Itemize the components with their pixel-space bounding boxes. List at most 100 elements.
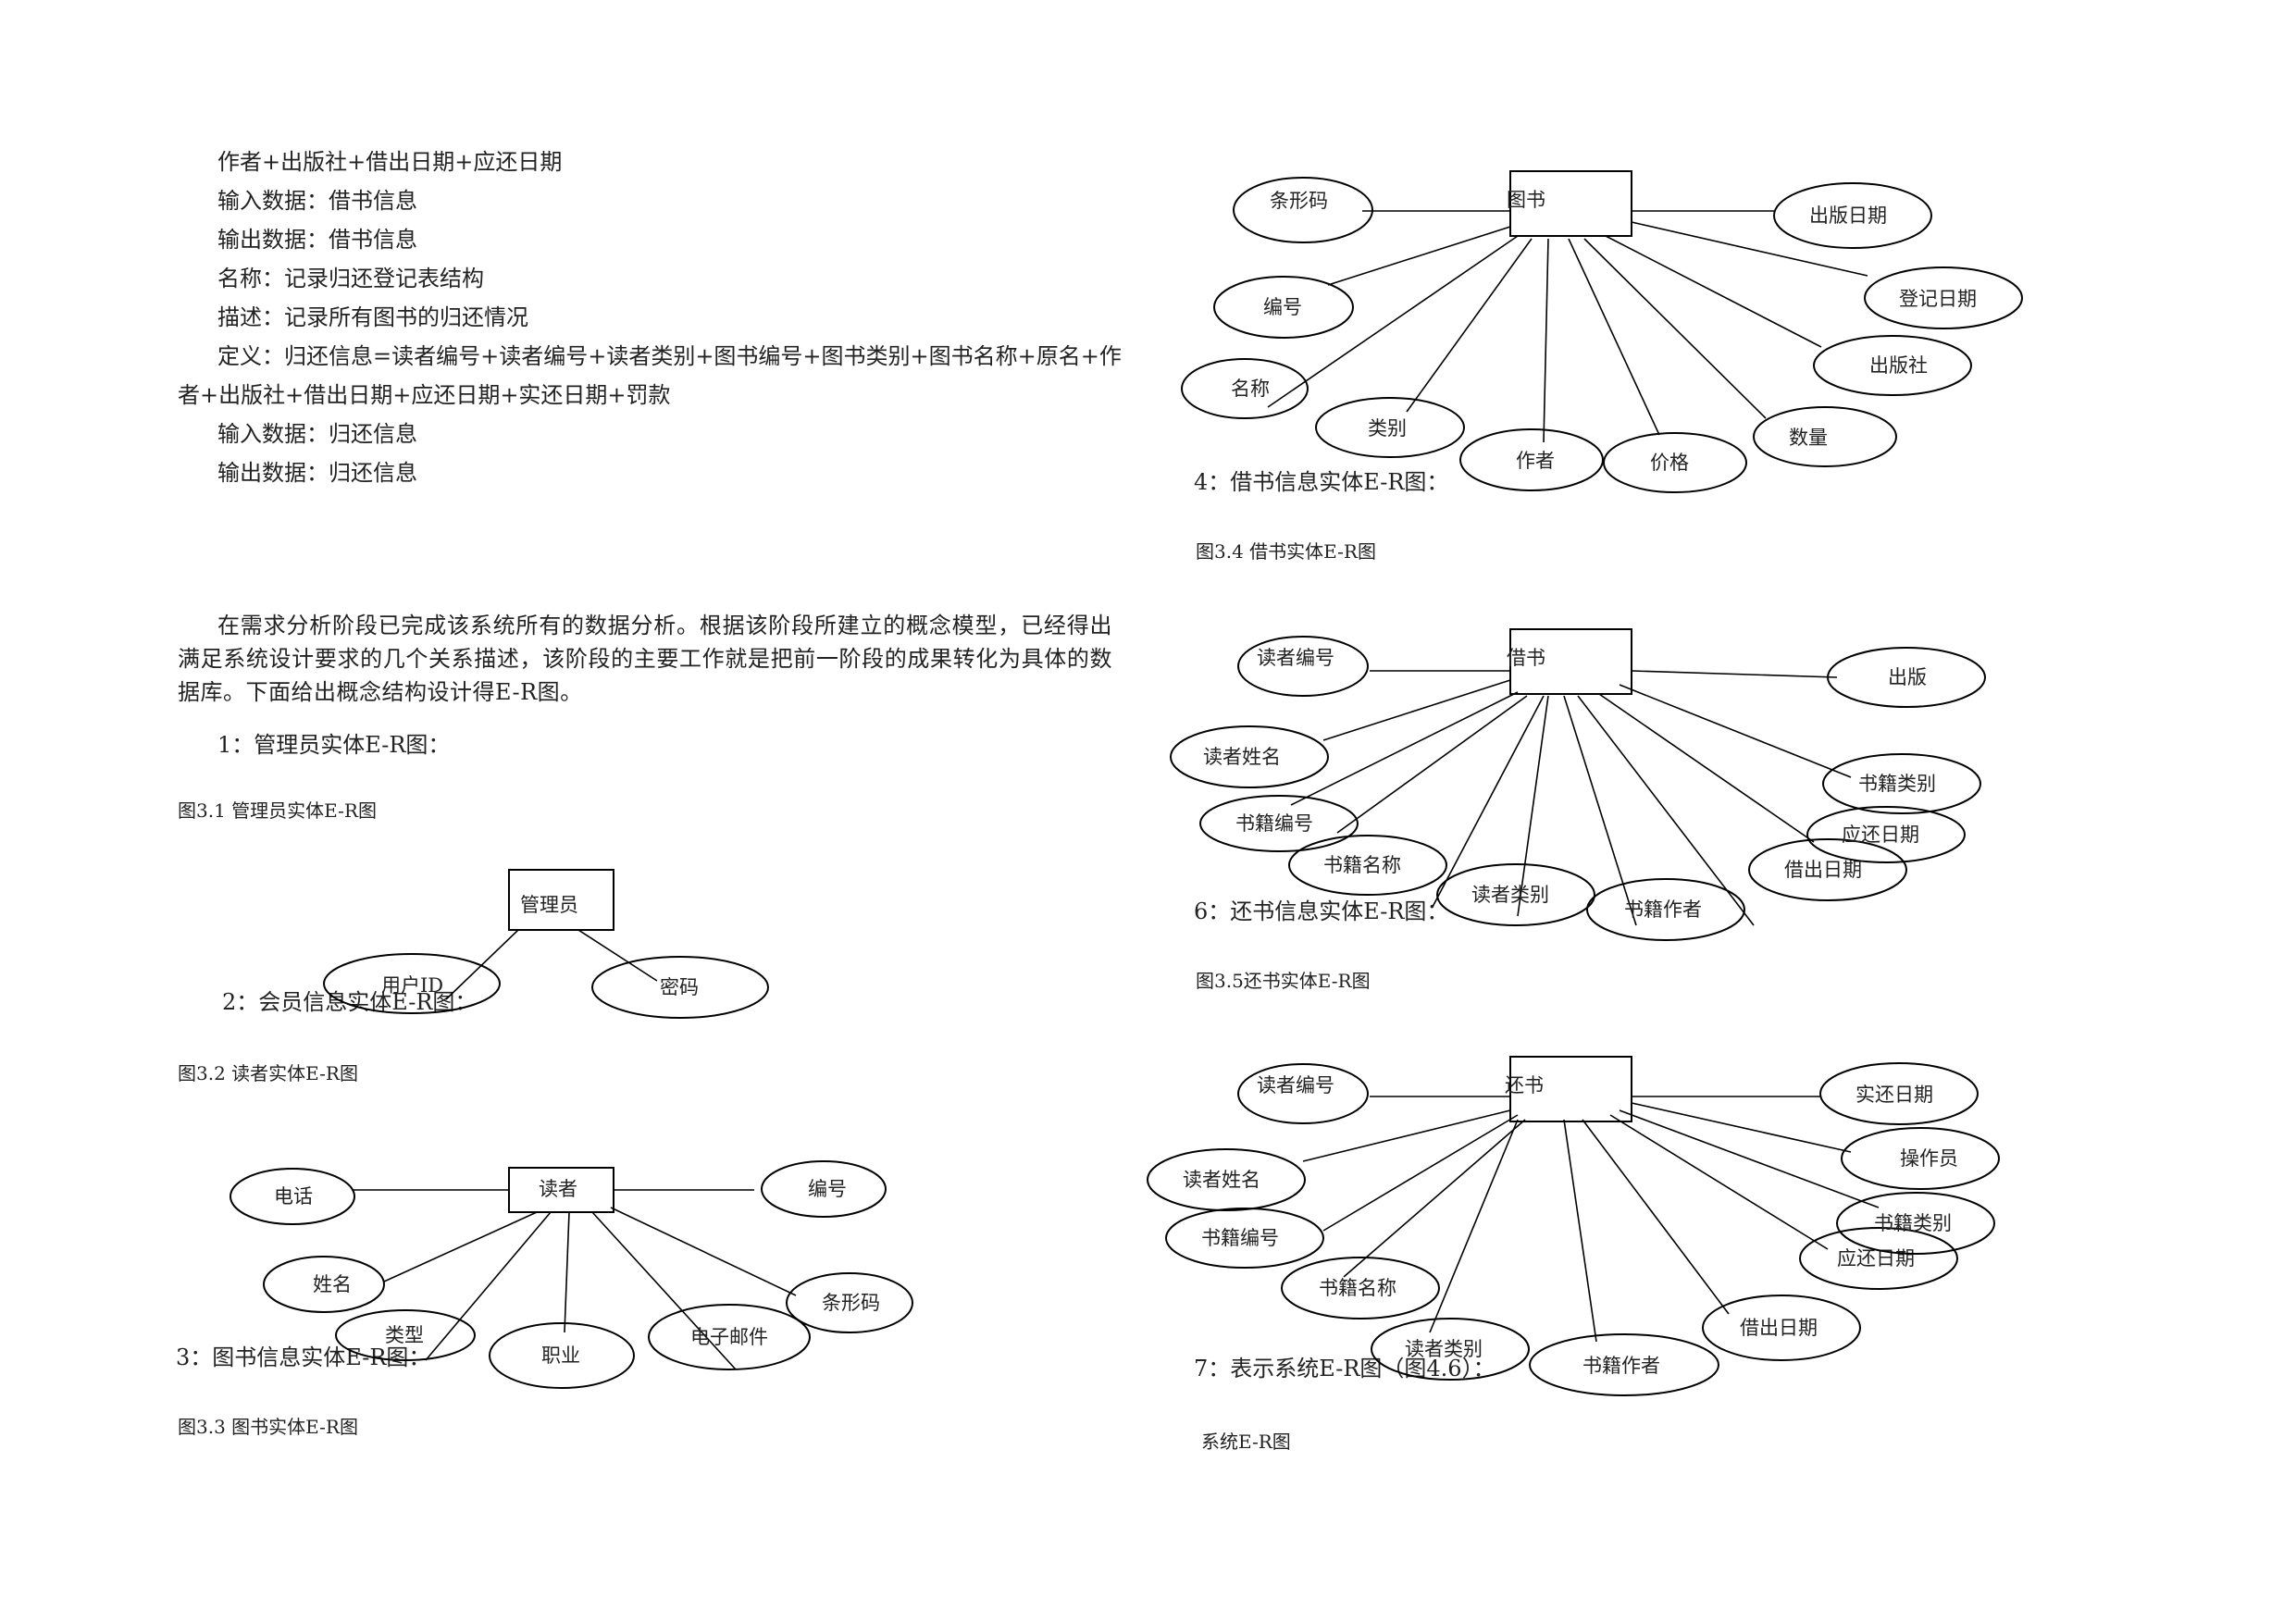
attribute-label: 实还日期 — [1855, 1084, 1933, 1106]
attribute-label: 职业 — [541, 1344, 580, 1367]
attribute-label: 书籍名称 — [1319, 1277, 1396, 1299]
entity-box-book — [1509, 170, 1632, 237]
attribute-label: 书籍编号 — [1201, 1227, 1279, 1249]
attribute-ellipse — [1199, 795, 1359, 852]
attribute-ellipse — [761, 1160, 887, 1218]
attribute-label: 类别 — [1368, 417, 1407, 440]
text-line: 描述：记录所有图书的归还情况 — [217, 304, 528, 330]
attribute-label: 编号 — [808, 1178, 847, 1200]
attribute-ellipse — [230, 1168, 355, 1225]
attribute-label: 书籍作者 — [1624, 898, 1702, 921]
attribute-ellipse — [1233, 177, 1373, 243]
attribute-ellipse — [591, 956, 769, 1019]
attribute-ellipse — [648, 1304, 811, 1370]
attribute-label: 密码 — [660, 976, 699, 998]
attribute-ellipse — [1603, 432, 1747, 493]
figure-caption-system: 系统E-R图 — [1201, 1431, 1291, 1453]
attribute-label: 作者 — [1516, 450, 1555, 472]
text-line: 输出数据：借书信息 — [217, 227, 417, 253]
figure-caption-3-5: 图3.5还书实体E-R图 — [1196, 970, 1371, 992]
attribute-label: 登记日期 — [1899, 288, 1977, 310]
attribute-label: 读者类别 — [1471, 884, 1549, 906]
attribute-label: 书籍编号 — [1235, 812, 1313, 835]
attribute-ellipse — [1237, 636, 1369, 697]
attribute-ellipse — [1864, 266, 2023, 329]
figure-caption-3-3: 图3.3 图书实体E-R图 — [178, 1416, 358, 1438]
attribute-label: 书籍类别 — [1874, 1212, 1952, 1234]
entity-label: 借书 — [1507, 647, 1545, 669]
attribute-ellipse — [489, 1322, 635, 1389]
attribute-label: 应还日期 — [1842, 824, 1919, 846]
entity-label: 还书 — [1505, 1074, 1544, 1096]
attribute-ellipse — [1147, 1148, 1306, 1211]
attribute-label: 书籍类别 — [1858, 773, 1936, 795]
entity-box-return — [1509, 1056, 1632, 1122]
attribute-ellipse — [1841, 1127, 2000, 1190]
attribute-ellipse — [1836, 1192, 1995, 1255]
text-line: 者+出版社+借出日期+应还日期+实还日期+罚款 — [178, 382, 671, 408]
attribute-label: 姓名 — [313, 1273, 352, 1295]
attribute-label: 价格 — [1650, 452, 1689, 474]
er-diagram-borrow: 借书 读者编号 读者姓名 书籍编号 书籍名称 读者类别 书籍作者 借出日期 应还… — [1170, 628, 1986, 941]
attribute-ellipse — [1213, 276, 1354, 339]
attribute-label: 书籍作者 — [1582, 1355, 1660, 1377]
figure-caption-3-1: 图3.1 管理员实体E-R图 — [178, 799, 377, 822]
attribute-ellipse — [263, 1256, 385, 1313]
attribute-label: 借出日期 — [1740, 1317, 1818, 1339]
attribute-ellipse — [1748, 838, 1907, 901]
attribute-label: 书籍名称 — [1323, 854, 1401, 876]
section-heading-admin: 1：管理员实体E-R图： — [217, 732, 451, 758]
attribute-ellipse — [1586, 878, 1745, 941]
er-diagram-return: 还书 读者编号 读者姓名 书籍编号 书籍名称 读者类别 书籍作者 借出日期 应还… — [1147, 1056, 2000, 1396]
intro-paragraph: 在需求分析阶段已完成该系统所有的数据分析。根据该阶段所建立的概念模型，已经得出满… — [178, 613, 1112, 705]
attribute-ellipse — [1170, 725, 1329, 788]
attribute-label: 名称 — [1231, 378, 1270, 400]
attribute-label: 应还日期 — [1837, 1247, 1915, 1270]
attribute-label: 读者编号 — [1257, 1074, 1334, 1096]
entity-box-reader — [508, 1167, 614, 1213]
attribute-ellipse — [1773, 182, 1932, 249]
attribute-ellipse — [1753, 406, 1897, 467]
section-heading-return: 6：还书信息实体E-R图： — [1194, 898, 1449, 924]
attribute-ellipse — [1281, 1257, 1440, 1319]
attribute-label: 编号 — [1263, 296, 1302, 318]
figure-caption-3-2: 图3.2 读者实体E-R图 — [178, 1062, 358, 1084]
attribute-label: 出版 — [1888, 666, 1927, 688]
entity-label: 读者 — [539, 1178, 577, 1200]
attribute-ellipse — [786, 1272, 913, 1333]
attribute-label: 数量 — [1789, 427, 1828, 449]
attribute-ellipse — [1822, 753, 1981, 814]
attribute-ellipse — [1799, 1227, 1958, 1290]
attribute-ellipse — [1288, 835, 1447, 896]
attribute-ellipse — [1529, 1333, 1719, 1396]
attribute-label: 电话 — [274, 1185, 313, 1208]
attribute-label: 借出日期 — [1784, 859, 1862, 881]
attribute-ellipse — [1165, 1208, 1324, 1269]
attribute-ellipse — [1181, 358, 1309, 419]
attribute-label: 读者编号 — [1257, 647, 1334, 669]
attribute-ellipse — [1237, 1063, 1369, 1124]
text-line: 输入数据：归还信息 — [217, 421, 417, 447]
attribute-label: 出版社 — [1869, 354, 1928, 377]
attribute-label: 出版日期 — [1809, 204, 1887, 227]
entity-label: 图书 — [1507, 189, 1545, 211]
text-line: 输出数据：归还信息 — [217, 460, 417, 486]
attribute-ellipse — [1813, 335, 1972, 396]
figure-caption-3-4: 图3.4 借书实体E-R图 — [1196, 540, 1376, 563]
attribute-ellipse — [1436, 863, 1595, 926]
attribute-ellipse — [1806, 806, 1966, 863]
attribute-label: 读者姓名 — [1183, 1169, 1260, 1191]
entity-box-admin — [508, 869, 614, 931]
er-diagram-book: 图书 条形码 编号 名称 类别 作者 价格 数量 出版社 登记日期 出版日期 — [1181, 170, 2023, 493]
entity-box-borrow — [1509, 628, 1632, 695]
attribute-ellipse — [1702, 1295, 1861, 1361]
attribute-ellipse — [1827, 647, 1986, 708]
text-line: 名称：记录归还登记表结构 — [217, 266, 484, 291]
section-heading-borrow: 4：借书信息实体E-R图： — [1194, 469, 1449, 495]
text-line: 定义：归还信息=读者编号+读者编号+读者类别+图书编号+图书类别+图书名称+原名… — [217, 343, 1122, 369]
attribute-label: 条形码 — [822, 1292, 880, 1314]
attribute-label: 读者姓名 — [1203, 746, 1281, 768]
section-heading-member: 2：会员信息实体E-R图： — [222, 989, 478, 1015]
attribute-ellipse — [1315, 397, 1465, 458]
attribute-ellipse — [1819, 1062, 1979, 1125]
